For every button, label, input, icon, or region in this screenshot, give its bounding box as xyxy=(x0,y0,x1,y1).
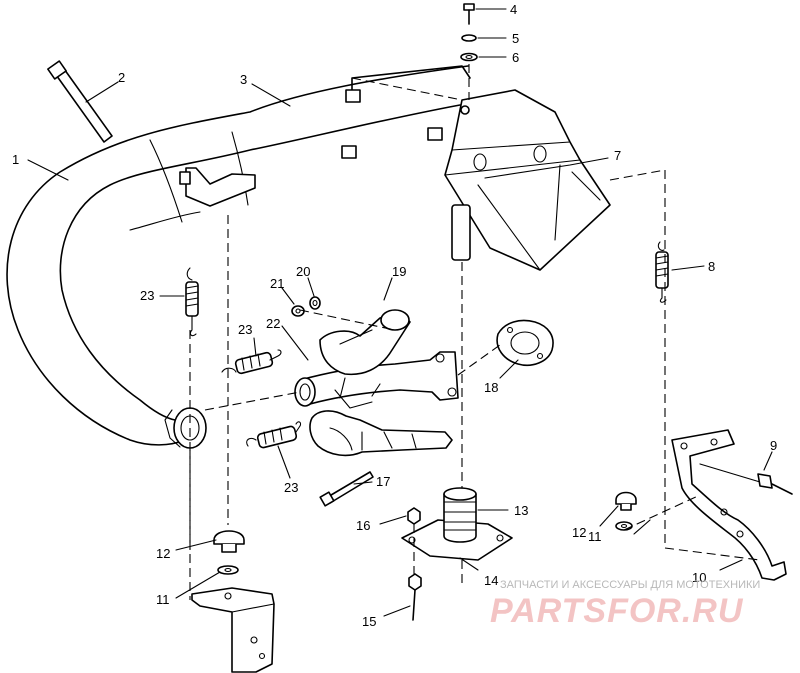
leader-lines xyxy=(27,8,773,617)
callout-11-right: 11 xyxy=(588,529,602,544)
muffler xyxy=(179,65,471,207)
callout-14: 14 xyxy=(484,573,498,588)
left-bracket xyxy=(191,587,275,673)
spring-left xyxy=(185,267,199,337)
callout-5: 5 xyxy=(512,31,519,46)
spring-lower xyxy=(246,421,302,449)
rubber-mount xyxy=(401,487,513,561)
strap xyxy=(47,60,113,143)
bolt-15 xyxy=(408,573,422,621)
callout-23-c: 23 xyxy=(284,480,298,495)
spring-right xyxy=(655,241,669,303)
callout-8: 8 xyxy=(708,259,715,274)
callout-23-a: 23 xyxy=(140,288,154,303)
callout-labels: 1 2 3 4 5 6 7 8 9 10 11 12 11 12 13 14 1… xyxy=(12,2,777,629)
watermark: ЗАПЧАСТИ И АКСЕССУАРЫ ДЛЯ МОТОТЕХНИКИ PA… xyxy=(490,579,760,630)
stud xyxy=(319,471,374,507)
callout-1: 1 xyxy=(12,152,19,167)
mount-post xyxy=(451,204,471,261)
callout-2: 2 xyxy=(118,70,125,85)
callout-15: 15 xyxy=(362,614,376,629)
assembly-lines xyxy=(189,64,761,600)
callout-6: 6 xyxy=(512,50,519,65)
callout-18: 18 xyxy=(484,380,498,395)
left-grommet xyxy=(213,530,245,575)
callout-4: 4 xyxy=(510,2,517,17)
exhaust-manifold xyxy=(294,309,459,409)
callout-7: 7 xyxy=(614,148,621,163)
callout-13: 13 xyxy=(514,503,528,518)
callout-12-right: 12 xyxy=(572,525,586,540)
callout-23-b: 23 xyxy=(238,322,252,337)
callout-11-left: 11 xyxy=(156,592,170,607)
gasket xyxy=(496,319,554,366)
callout-16: 16 xyxy=(356,518,370,533)
nut-16 xyxy=(407,507,421,525)
callout-9: 9 xyxy=(770,438,777,453)
callout-3: 3 xyxy=(240,72,247,87)
right-bracket xyxy=(671,429,787,581)
spring-middle xyxy=(221,349,282,375)
callout-20: 20 xyxy=(296,264,310,279)
rod xyxy=(699,463,793,495)
callout-22: 22 xyxy=(266,316,280,331)
right-grommet xyxy=(615,491,637,531)
callout-10: 10 xyxy=(692,570,706,585)
nut-washer xyxy=(291,296,321,317)
callout-21: 21 xyxy=(270,276,284,291)
heat-shield xyxy=(444,89,611,271)
callout-19: 19 xyxy=(392,264,406,279)
callout-12-left: 12 xyxy=(156,546,170,561)
watermark-tagline: ЗАПЧАСТИ И АКСЕССУАРЫ ДЛЯ МОТОТЕХНИКИ xyxy=(500,579,760,591)
bolt-stack xyxy=(460,3,478,62)
watermark-brand: PARTSFOR.RU xyxy=(490,592,744,630)
callout-17: 17 xyxy=(376,474,390,489)
lower-heat-shield xyxy=(309,410,453,457)
